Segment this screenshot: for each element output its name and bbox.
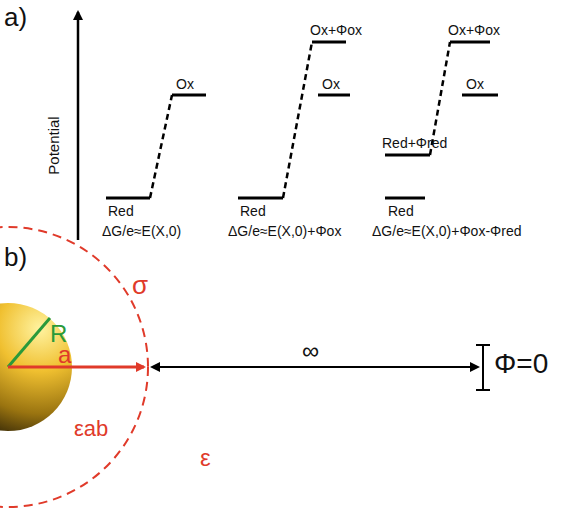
permittivity-label: εab bbox=[74, 418, 108, 440]
level-label: Ox+Φox bbox=[310, 23, 362, 37]
infinity-arrow bbox=[152, 366, 478, 368]
level-label: Ox+Φox bbox=[448, 23, 500, 37]
panel-label: b) bbox=[4, 244, 27, 270]
level-label: Red bbox=[240, 204, 266, 218]
level-label: Red bbox=[388, 204, 414, 218]
level-label: Red bbox=[108, 204, 134, 218]
potential-label: Φ=0 bbox=[494, 350, 548, 378]
distance-label: ∞ bbox=[300, 339, 321, 363]
axis-label: Potential bbox=[46, 116, 61, 174]
level-label: Ox bbox=[466, 77, 484, 91]
distance-arrow bbox=[8, 366, 144, 369]
surface-charge-shell bbox=[0, 227, 148, 507]
energy-levels bbox=[106, 42, 498, 198]
charge-label: σ bbox=[132, 272, 148, 298]
transition-lines bbox=[150, 42, 450, 198]
potential-axis bbox=[77, 12, 80, 240]
permittivity-label: ε bbox=[200, 446, 211, 470]
level-label: Ox bbox=[322, 77, 340, 91]
radius-line bbox=[8, 318, 50, 367]
level-label: Ox bbox=[176, 77, 194, 91]
formula: ΔG/e≈E(X,0)+Φox-Φred bbox=[372, 224, 521, 238]
formula: ΔG/e≈E(X,0)+Φox bbox=[228, 224, 341, 238]
formula: ΔG/e≈E(X,0) bbox=[102, 224, 181, 238]
panel-label: a) bbox=[4, 4, 27, 30]
reference-bracket bbox=[476, 345, 490, 390]
level-label: Red+Φred bbox=[382, 136, 447, 150]
distance-label: a bbox=[58, 343, 71, 367]
